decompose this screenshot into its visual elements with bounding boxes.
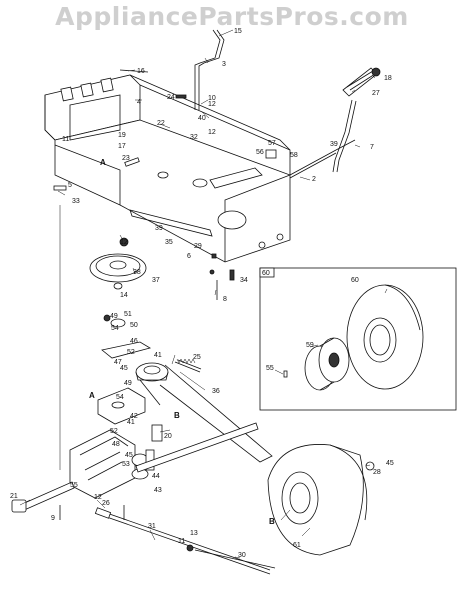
section-letter: A	[100, 158, 106, 167]
callout: 52	[110, 428, 118, 435]
callout: 49	[124, 380, 132, 387]
callout: 47	[114, 359, 122, 366]
callout: 21	[10, 493, 18, 500]
callout: 54	[116, 394, 124, 401]
callout: 25	[193, 354, 201, 361]
callout: 39	[330, 141, 338, 148]
lift-lever-rod	[194, 29, 225, 110]
brake-linkage	[265, 139, 356, 179]
section-letter: B	[174, 411, 180, 420]
callout: 37	[152, 277, 160, 284]
callout: 57	[268, 140, 276, 147]
callout: 60	[351, 277, 359, 284]
callout: 34	[240, 277, 248, 284]
shift-rods	[94, 507, 276, 575]
idler-bracket	[101, 314, 152, 359]
frame-bolts	[53, 69, 235, 300]
axle	[11, 422, 259, 513]
callout: 16	[137, 68, 145, 75]
callout: 53	[122, 461, 130, 468]
callout: 54	[111, 325, 119, 332]
callout: 55	[70, 482, 78, 489]
section-letter: A	[89, 391, 95, 400]
callout: 52	[127, 349, 135, 356]
callout: 15	[234, 28, 242, 35]
callout: 39	[155, 225, 163, 232]
callout: 43	[154, 487, 162, 494]
callout: 45	[120, 365, 128, 372]
transmission	[69, 424, 163, 499]
callout: 18	[384, 75, 392, 82]
callout: 24	[167, 94, 175, 101]
callout: 12	[94, 494, 102, 501]
callout: 30	[238, 552, 246, 559]
callout: 42	[130, 413, 138, 420]
callout: 41	[127, 419, 135, 426]
callout: 32	[190, 134, 198, 141]
callout: 44	[152, 473, 160, 480]
callout: 29	[194, 243, 202, 250]
tension-spring	[174, 358, 202, 373]
callout: 28	[373, 469, 381, 476]
inset-tire	[346, 284, 424, 390]
callout: 26	[102, 500, 110, 507]
drive-pulley	[59, 205, 147, 470]
callout-labels: 15 3 16 24 10 40 12 4 22 12 32 19 17 23 …	[10, 28, 394, 559]
callout: 17	[118, 143, 126, 150]
callout: 14	[120, 292, 128, 299]
callout: 9	[51, 515, 55, 522]
callout: 22	[157, 120, 165, 127]
callout: 31	[148, 523, 156, 530]
callout: 7	[370, 144, 374, 151]
callout: 45	[386, 460, 394, 467]
callout: 5	[68, 182, 72, 189]
watermark: AppliancePartsPros.com	[55, 2, 409, 31]
transmission-bracket	[97, 387, 146, 425]
callout: 11	[62, 136, 69, 143]
callout: 35	[165, 239, 173, 246]
callout: 10	[208, 95, 216, 102]
rear-tire	[267, 444, 368, 556]
callout: 46	[130, 338, 138, 345]
callout: 45	[125, 452, 133, 459]
callout: 61	[293, 542, 301, 549]
idler-pulley	[135, 362, 169, 382]
brake-pedal-arm	[332, 67, 381, 173]
callout: 3	[222, 61, 226, 68]
callout: 48	[112, 441, 120, 448]
callout: 20	[164, 433, 172, 440]
callout: 12	[208, 101, 216, 108]
callout: 2	[312, 176, 316, 183]
callout: 8	[223, 296, 227, 303]
callout: 55	[266, 365, 274, 372]
callout: 38	[133, 269, 141, 276]
callout: 13	[190, 530, 198, 537]
callout: 59	[306, 342, 314, 349]
section-letters: A A B B	[89, 158, 275, 526]
callout: 23	[122, 155, 130, 162]
callout: 27	[372, 90, 380, 97]
callout: 51	[124, 311, 132, 318]
callout: 49	[110, 313, 118, 320]
callout: 12	[208, 129, 216, 136]
drive-belt	[139, 364, 273, 463]
callout: 41	[154, 352, 162, 359]
callout: 4	[137, 99, 141, 106]
section-letter: B	[269, 517, 275, 526]
callout: 50	[130, 322, 138, 329]
chassis-frame	[44, 74, 291, 263]
inset-label: 60	[262, 270, 270, 277]
callout: 19	[118, 132, 126, 139]
callout: 12	[120, 239, 128, 246]
callout: 11	[178, 538, 185, 545]
callout: 33	[72, 198, 80, 205]
callout: 6	[187, 253, 191, 260]
callout: 36	[212, 388, 220, 395]
callout: 58	[290, 152, 298, 159]
callout: 40	[198, 115, 206, 122]
inset-rim	[283, 337, 350, 391]
callout: 56	[256, 149, 264, 156]
leader-lines	[19, 29, 388, 559]
